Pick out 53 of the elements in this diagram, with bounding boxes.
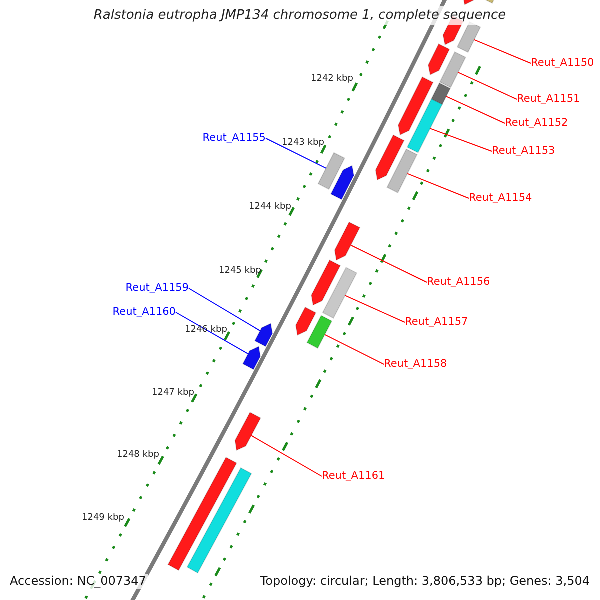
gene-label: Reut_A1151 <box>517 93 580 106</box>
footer-text: Accession: NC_007347 <box>8 574 148 589</box>
leader-line <box>324 334 384 365</box>
leader-line <box>250 435 322 477</box>
leader-line <box>474 39 532 64</box>
leader-line <box>266 138 327 169</box>
position-label: 1246 kbp <box>185 325 228 336</box>
gene-segment <box>375 134 405 181</box>
gene-segment <box>234 412 262 452</box>
leader-line <box>188 288 261 332</box>
gene-label: Reut_A1156 <box>427 276 490 289</box>
position-label: 1249 kbp <box>82 513 124 524</box>
gene-segment <box>186 467 252 574</box>
gene-segment <box>295 306 317 336</box>
leader-line <box>446 96 506 124</box>
gene-segment <box>428 44 450 76</box>
gene-segment <box>242 346 262 370</box>
gene-label: Reut_A1159 <box>126 282 189 295</box>
gene-segment <box>334 222 361 261</box>
leader-line <box>350 244 428 283</box>
footer-text: Topology: circular; Length: 3,806,533 bp; Genes: 3,504 <box>258 574 592 589</box>
gene-segment <box>311 260 342 306</box>
gene-label: Reut_A1161 <box>322 470 386 483</box>
gene-segment <box>430 82 452 106</box>
leader-line <box>458 72 518 100</box>
gene-label: Reut_A1155 <box>202 132 266 145</box>
leader-line <box>176 312 249 355</box>
gene-segment <box>254 323 274 348</box>
position-label: 1247 kbp <box>152 388 194 399</box>
gene-label: Reut_A1154 <box>469 192 532 205</box>
gene-segment <box>168 456 238 572</box>
position-label: 1245 kbp <box>219 266 262 277</box>
gene-label: Reut_A1160 <box>112 306 176 319</box>
leader-line <box>344 295 406 323</box>
position-label: 1242 kbp <box>311 74 354 85</box>
gene-segment <box>322 267 358 319</box>
position-label: 1243 kbp <box>282 138 324 149</box>
gene-label: Reut_A1157 <box>405 316 468 329</box>
gene-label: Reut_A1158 <box>384 358 448 371</box>
gene-label: Reut_A1152 <box>505 117 568 130</box>
leader-line <box>430 128 492 152</box>
gene-label: Reut_A1150 <box>531 57 594 70</box>
leader-line <box>407 173 470 199</box>
gene-segment <box>330 165 355 200</box>
gene-segment <box>439 52 466 88</box>
gene-segment <box>386 148 418 194</box>
gene-segment <box>398 76 434 136</box>
gene-label: Reut_A1153 <box>492 145 556 158</box>
position-label: 1244 kbp <box>249 202 292 213</box>
position-label: 1248 kbp <box>117 450 160 461</box>
gene-segment <box>306 315 333 350</box>
gene-segment <box>406 98 444 154</box>
gene-segment <box>318 152 346 190</box>
